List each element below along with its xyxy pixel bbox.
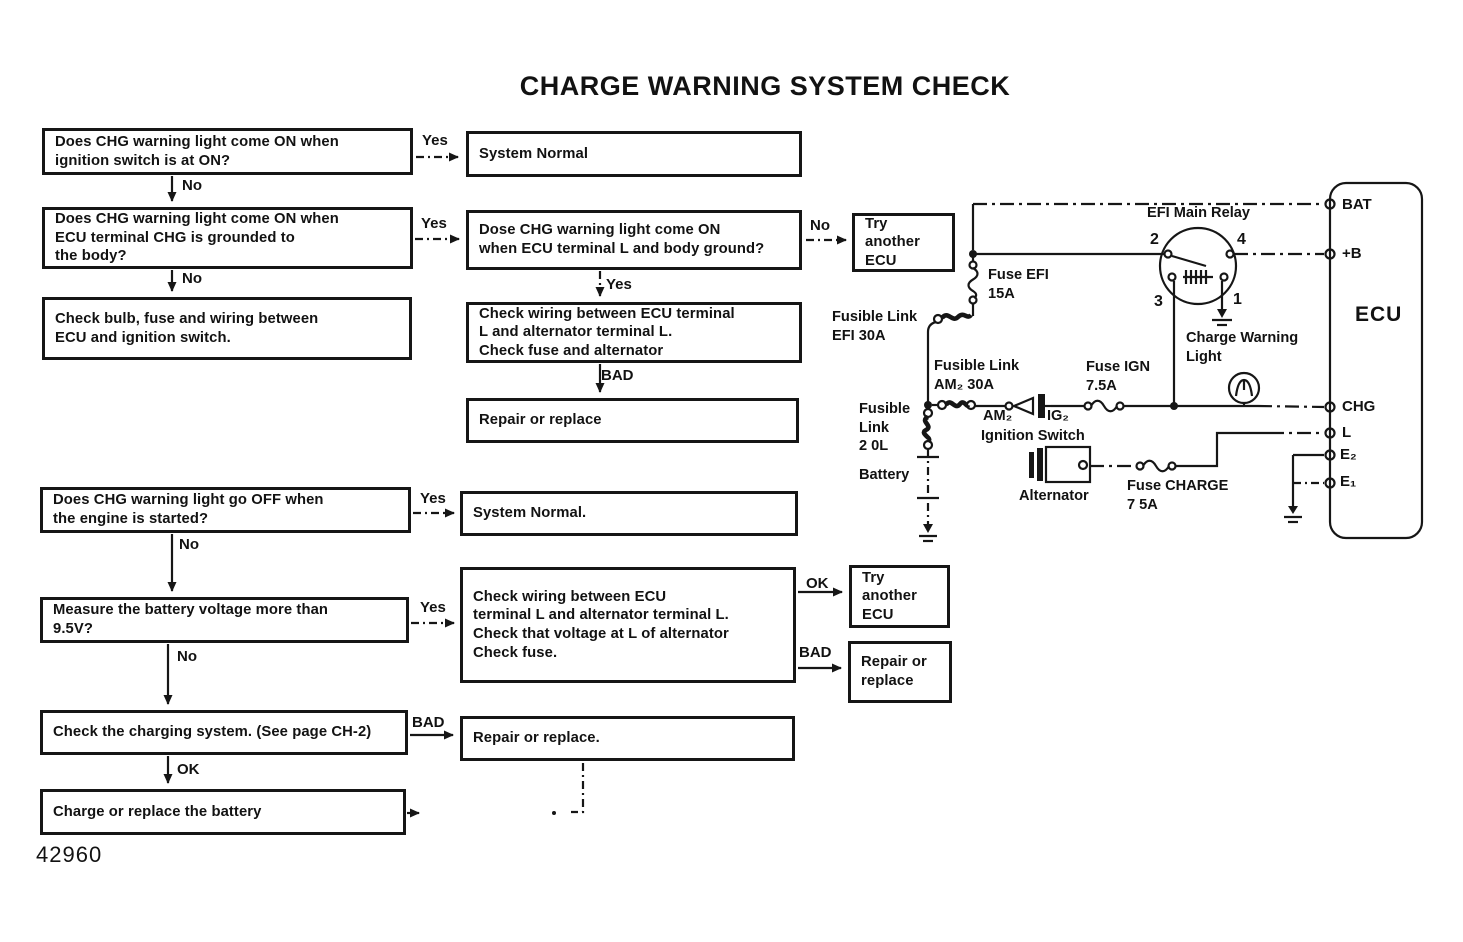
fuse-ign-symbol [1083,399,1125,413]
label-bad-1: BAD [601,367,634,384]
ignition-switch-symbol [1004,394,1051,418]
label-bad-3: BAD [412,714,445,731]
box-repair-or-replace-1: Repair or replace [466,398,799,443]
label-no-4: No [179,536,199,553]
label-fuse-efi: Fuse EFI 15A [988,267,1049,302]
label-am2: AM₂ [983,408,1013,424]
circuit-diagram [917,181,1424,543]
box-check-wiring-ecu-alt: Check wiring between ECU terminal L and … [466,302,802,363]
label-no-3: No [182,270,202,287]
efi-main-relay-symbol [1158,226,1238,306]
relay-pin-4: 4 [1237,231,1246,248]
relay-pin-1: 1 [1233,291,1242,308]
label-fusible-link-20l: Fusible Link 2 0L [859,401,911,455]
box-check-charging-system: Check the charging system. (See page CH-… [40,710,408,755]
box-system-normal-2: System Normal. [460,491,798,536]
label-bad-2: BAD [799,644,832,661]
fusible-link-efi-symbol [926,312,973,402]
box-try-another-ecu-2: Try another ECU [849,565,950,628]
fuse-charge-symbol [1135,459,1177,473]
label-yes-5: Yes [420,599,446,616]
box-q-light-on-ignition: Does CHG warning light come ON when igni… [42,128,413,175]
ecu-outline [1328,181,1424,540]
terminal-e2: E₂ [1340,446,1357,463]
terminal-l: L [1342,424,1352,441]
label-efi-main-relay: EFI Main Relay [1147,205,1250,221]
label-fuse-charge: Fuse CHARGE 7 5A [1127,478,1229,513]
box-q-light-on-grounded: Does CHG warning light come ON when ECU … [42,207,413,269]
page-title: CHARGE WARNING SYSTEM CHECK [519,71,1011,101]
relay-pin-3: 3 [1154,293,1163,310]
box-charge-or-replace-battery: Charge or replace the battery [40,789,406,835]
box-repair-or-replace-3: Repair or replace. [460,716,795,761]
box-q-battery-voltage: Measure the battery voltage more than 9.… [40,597,409,643]
label-alternator: Alternator [1019,488,1089,504]
label-no-1: No [182,177,202,194]
label-no-2: No [810,217,830,234]
ground-icon-relay [1212,281,1232,327]
box-check-wiring-voltage: Check wiring between ECU terminal L and … [460,567,796,683]
alternator-symbol [1029,445,1092,484]
battery-symbol [917,407,939,543]
label-fusible-link-am2: Fusible Link AM₂ 30A [934,358,1020,393]
box-system-normal-1: System Normal [466,131,802,177]
box-check-bulb-fuse-wiring: Check bulb, fuse and wiring between ECU … [42,297,412,360]
box-try-another-ecu-1: Try another ECU [852,213,955,272]
label-charge-warning-light: Charge Warning Light [1186,330,1299,365]
box-q-light-off-started: Does CHG warning light go OFF when the e… [40,487,411,533]
terminal-plus-b: +B [1342,245,1362,262]
terminal-bat: BAT [1342,196,1372,213]
label-no-5: No [177,648,197,665]
label-yes-4: Yes [420,490,446,507]
box-q-light-on-terminal-l: Dose CHG warning light come ON when ECU … [466,210,802,270]
label-ok-2: OK [177,761,200,778]
charge-warning-light-icon [1227,371,1261,407]
figure-number: 42960 [36,842,103,867]
label-battery: Battery [859,467,910,483]
label-fuse-ign: Fuse IGN 7.5A [1086,359,1151,394]
label-yes-3: Yes [606,276,632,293]
ecu-terminal-circles [1324,198,1336,489]
flowchart-connectors [163,152,847,818]
label-ig2: IG₂ [1047,408,1069,424]
label-yes-2: Yes [421,215,447,232]
terminal-e1: E₁ [1340,473,1357,490]
label-ignition-switch: Ignition Switch [981,428,1085,444]
fusible-link-am2-symbol [936,399,977,411]
relay-pin-2: 2 [1150,231,1159,248]
fuse-efi-symbol [967,254,979,316]
label-fusible-link-efi: Fusible Link EFI 30A [832,309,918,344]
label-yes-1: Yes [422,132,448,149]
label-ok-1: OK [806,575,829,592]
ecu-label: ECU [1355,303,1403,326]
box-repair-or-replace-2: Repair or replace [848,641,952,703]
terminal-chg: CHG [1342,398,1376,415]
ground-icon-e-terminals [1284,453,1324,524]
